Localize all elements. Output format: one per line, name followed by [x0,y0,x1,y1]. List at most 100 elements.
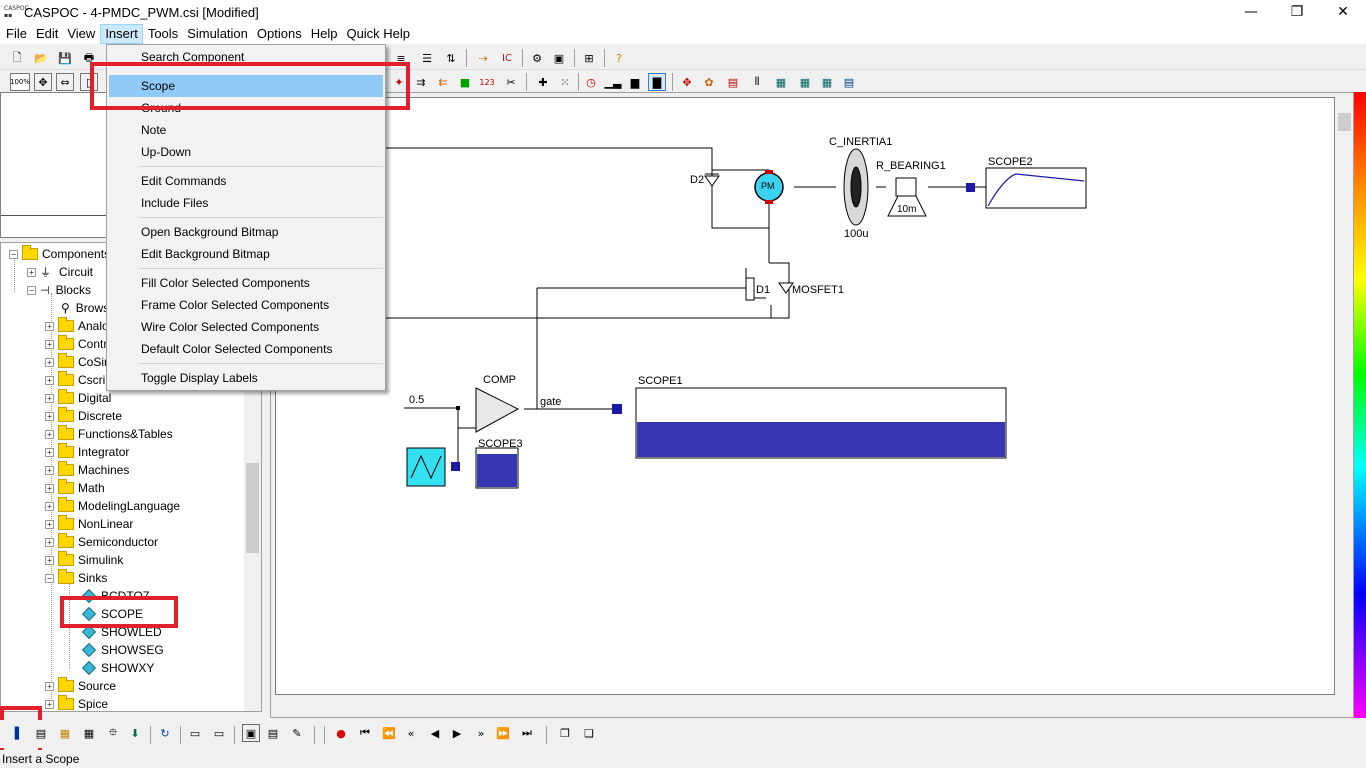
align-button[interactable]: ≡ [396,51,406,65]
tree-item-showled[interactable]: SHOWLED [81,623,162,641]
minimize-button[interactable]: — [1228,0,1274,24]
close-button[interactable]: ✕ [1320,0,1366,24]
picture-button[interactable]: ▣ [242,724,260,742]
menu-item-ground[interactable]: Ground [141,101,182,115]
diode-d1-symbol[interactable] [778,282,794,294]
expand-icon[interactable]: + [27,267,36,277]
menu-item-note[interactable]: Note [141,123,167,137]
tree-item-math[interactable]: +Math [45,479,105,497]
cascade-button[interactable]: ❐ [560,726,570,740]
level-button[interactable]: ▁▃ [604,75,622,89]
menu-file[interactable]: File [6,26,27,41]
rewind-button[interactable]: « [407,726,415,740]
meter-button[interactable]: ▇ [648,73,666,91]
tree-item-nonlinear[interactable]: +NonLinear [45,515,133,533]
page-button[interactable]: ▤ [267,726,279,740]
menu-view[interactable]: View [67,26,96,41]
initial-condition-button[interactable]: IC [496,49,518,67]
new-file-button[interactable]: 🗋 [12,50,22,64]
expand-icon[interactable]: + [45,429,54,439]
component-button[interactable]: ⚙ [532,51,542,65]
edit-page-button[interactable]: ✎ [292,726,302,740]
terminal-button[interactable]: ■ [459,75,471,89]
expand-icon[interactable]: + [45,375,54,385]
tree-item-bcdto7[interactable]: BCDTO7 [81,587,149,605]
save-button[interactable]: 💾 [58,51,72,65]
menu-item-up-down[interactable]: Up-Down [141,145,192,159]
numeric-display-button[interactable]: ▦ [59,726,71,740]
step-button[interactable]: ⇢ [478,51,488,65]
expand-icon[interactable]: + [45,681,54,691]
forward-button[interactable]: » [477,726,485,740]
expand-icon[interactable]: + [45,321,54,331]
timer-button[interactable]: ◷ [586,75,596,89]
menu-edit[interactable]: Edit [35,26,59,41]
tree-item-integrator[interactable]: +Integrator [45,443,129,461]
canvas-horizontal-scrollbar[interactable] [271,700,1339,717]
zoom-fit-button[interactable]: ✥ [34,73,52,91]
insert-scope-button[interactable]: ▌ [14,726,24,740]
fast-forward-button[interactable]: ⏩ [496,726,510,740]
align-columns-button[interactable]: ⫴ [754,75,760,88]
expand-icon[interactable]: + [45,519,54,529]
block-a-button[interactable]: ▦ [775,75,787,89]
zoom-100-button[interactable]: 100% [10,73,30,91]
counter-button[interactable]: 123 [478,73,496,91]
node-button[interactable]: ✦ [394,75,404,89]
record-button[interactable]: ● [336,726,346,740]
refresh-button[interactable]: ↻ [160,726,170,740]
grid-button[interactable]: ⁙ [560,75,570,89]
menu-item-open-background-bitmap[interactable]: Open Background Bitmap [141,225,279,239]
menu-item-include-files[interactable]: Include Files [141,196,209,210]
expand-icon[interactable]: + [45,447,54,457]
tree-item-folder[interactable]: +Analog [45,317,115,335]
menu-item-fill-color[interactable]: Fill Color Selected Components [141,276,310,290]
menu-help[interactable]: Help [310,26,338,41]
collapse-icon[interactable]: − [27,285,36,295]
palette-button[interactable]: ✿ [704,75,714,89]
skip-to-end-button[interactable]: ⏭ [522,726,532,739]
menu-item-scope[interactable]: Scope [109,75,383,97]
menu-quick-help[interactable]: Quick Help [346,26,411,41]
tree-item-blocks[interactable]: −⊣Blocks [27,281,91,299]
move-button[interactable]: ✥ [682,75,692,89]
tree-item-spice[interactable]: +Spice [45,695,108,711]
skip-to-start-button[interactable]: ⏮ [360,726,370,739]
expand-icon[interactable]: + [45,483,54,493]
comparator-symbol[interactable] [475,387,520,433]
expand-icon[interactable]: + [45,357,54,367]
library-button[interactable]: ▣ [553,51,565,65]
tree-item-components[interactable]: −Components [9,245,110,263]
collapse-icon[interactable]: − [9,249,18,259]
connect-button[interactable]: ⊞ [584,51,594,65]
sort-button[interactable]: ⇅ [446,51,456,65]
wire-right-button[interactable]: ⇉ [416,75,426,89]
canvas-vertical-scrollbar[interactable] [1336,93,1353,699]
block-c-button[interactable]: ▦ [821,75,833,89]
maximize-button[interactable]: ❐ [1274,0,1320,24]
mosfet-symbol[interactable] [745,277,755,301]
tools-button[interactable]: ✂ [506,75,516,89]
menu-item-search-component[interactable]: Search Component [141,50,245,64]
bars-button[interactable]: ▆ [630,75,640,89]
list-button[interactable]: ☰ [422,51,432,65]
zoom-page-button[interactable]: ▯ [80,73,98,91]
step-back-button[interactable]: ◀ [430,726,440,740]
expand-icon[interactable]: + [45,411,54,421]
menu-item-default-color[interactable]: Default Color Selected Components [141,342,333,356]
zoom-width-button[interactable]: ⇔ [56,73,74,91]
window-b-button[interactable]: ▭ [213,726,225,740]
notes-button[interactable]: ▤ [35,726,47,740]
app-icon[interactable]: CASPOC▪▪ [4,5,29,19]
menu-item-edit-commands[interactable]: Edit Commands [141,174,227,188]
tree-item-showseg[interactable]: SHOWSEG [81,641,164,659]
tree-item-circuit[interactable]: +⏚Circuit [27,263,93,281]
wire-left-button[interactable]: ⇇ [438,75,448,89]
junction-button[interactable]: ✚ [538,75,548,89]
play-button[interactable]: ▶ [452,726,462,740]
tree-item-browse[interactable]: ⚲Browse [61,299,116,317]
tree-item-digital[interactable]: +Digital [45,389,111,407]
print-button[interactable]: 🖶 [83,50,95,64]
expand-icon[interactable]: + [45,501,54,511]
fast-rewind-button[interactable]: ⏪ [382,726,396,740]
